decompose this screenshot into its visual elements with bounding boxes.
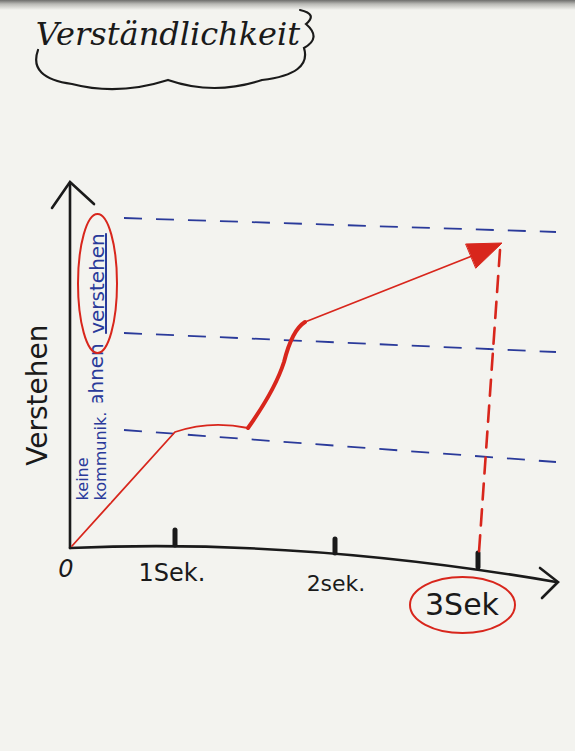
x-axis-arrow: [540, 568, 558, 598]
level-line: [124, 218, 556, 232]
axis-tick-label: 0: [58, 556, 73, 584]
level-line: [124, 430, 556, 462]
level-lines: [124, 218, 556, 462]
red-circle: [410, 577, 515, 633]
circled-label: 3Sek: [408, 575, 517, 635]
axis-tick-label: 2sek.: [307, 571, 366, 596]
tick: [173, 530, 178, 545]
drop-line: [479, 250, 500, 552]
tick: [476, 553, 481, 567]
level-line: [124, 333, 556, 352]
title-cloud: [36, 10, 313, 89]
circled-text: verstehen: [86, 233, 109, 334]
axis-tick-label: 1Sek.: [139, 560, 206, 588]
chart-title: Verständlichkeit: [36, 16, 300, 53]
y-axis: [69, 184, 72, 548]
level-label: keine kommunik.: [74, 402, 111, 502]
circled-text: 3Sek: [425, 588, 499, 623]
curve-segment: [305, 256, 472, 322]
tick: [333, 539, 338, 553]
understanding-curve: [72, 243, 502, 552]
axes: [52, 182, 558, 598]
y-axis-arrow: [52, 182, 94, 208]
curve-arrowhead: [466, 243, 502, 268]
axis-title: Verstehen: [22, 324, 54, 465]
curve-segment: [248, 322, 305, 428]
circled-label: verstehen: [76, 212, 119, 355]
red-circle: [78, 214, 117, 353]
